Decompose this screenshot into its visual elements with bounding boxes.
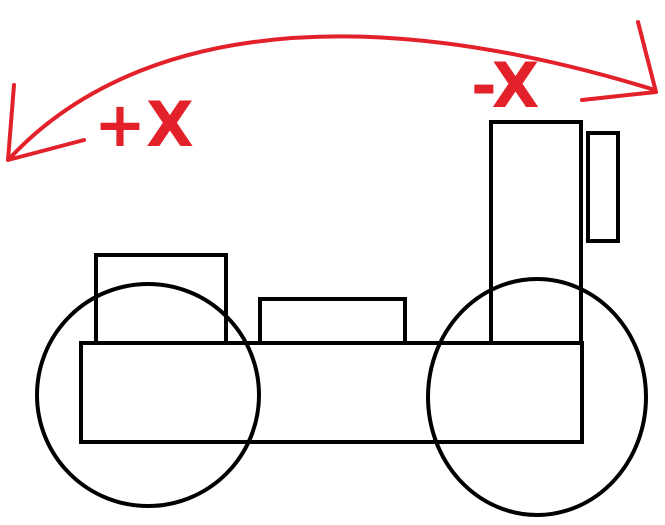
side-panel xyxy=(586,131,620,243)
right-wheel xyxy=(426,277,648,517)
rotation-arc xyxy=(8,34,657,160)
plus-x-label: +X xyxy=(94,88,194,161)
left-arrowhead xyxy=(6,83,86,162)
middle-block xyxy=(258,297,407,345)
left-wheel xyxy=(35,282,261,508)
tower xyxy=(489,120,583,345)
minus-x-label: -X xyxy=(471,49,539,122)
chassis-body xyxy=(79,341,584,444)
right-arrowhead xyxy=(580,20,658,102)
